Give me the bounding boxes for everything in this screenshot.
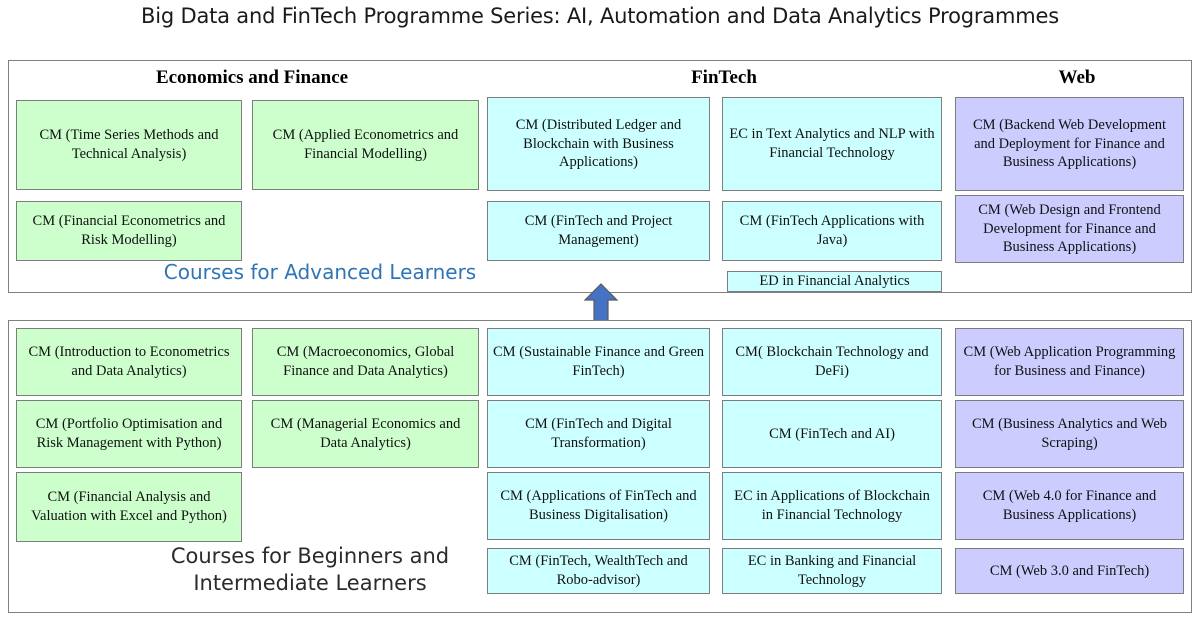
course-box[interactable]: EC in Banking and Financial Technology xyxy=(722,548,942,594)
course-box[interactable]: EC in Applications of Blockchain in Fina… xyxy=(722,472,942,540)
course-box[interactable]: CM (Financial Analysis and Valuation wit… xyxy=(16,472,242,542)
course-box[interactable]: ED in Financial Analytics xyxy=(727,271,942,292)
course-box[interactable]: CM (Business Analytics and Web Scraping) xyxy=(955,400,1184,468)
course-box[interactable]: CM (FinTech Applications with Java) xyxy=(722,201,942,261)
column-header-economics-and-finance: Economics and Finance xyxy=(155,67,349,88)
course-box[interactable]: CM (Managerial Economics and Data Analyt… xyxy=(252,400,479,468)
page-title: Big Data and FinTech Programme Series: A… xyxy=(141,4,1059,28)
course-box[interactable]: EC in Text Analytics and NLP with Financ… xyxy=(722,97,942,191)
course-box[interactable]: CM (Macroeconomics, Global Finance and D… xyxy=(252,328,479,396)
course-box[interactable]: CM (Distributed Ledger and Blockchain wi… xyxy=(487,97,710,191)
column-header-fintech: FinTech xyxy=(691,67,757,88)
course-box[interactable]: CM( Blockchain Technology and DeFi) xyxy=(722,328,942,396)
course-box[interactable]: CM (Web 4.0 for Finance and Business App… xyxy=(955,472,1184,540)
course-box[interactable]: CM (FinTech, WealthTech and Robo-advisor… xyxy=(487,548,710,594)
caption-beginner-line-2: Intermediate Learners xyxy=(193,570,427,595)
course-box[interactable]: CM (Time Series Methods and Technical An… xyxy=(16,100,242,190)
course-box[interactable]: CM (Introduction to Econometrics and Dat… xyxy=(16,328,242,396)
column-header-web: Web xyxy=(1058,67,1096,88)
course-box[interactable]: CM (FinTech and Project Management) xyxy=(487,201,710,261)
caption-advanced-learners: Courses for Advanced Learners xyxy=(163,260,477,284)
course-box[interactable]: CM (Portfolio Optimisation and Risk Mana… xyxy=(16,400,242,468)
course-box[interactable]: CM (Applications of FinTech and Business… xyxy=(487,472,710,540)
caption-beginner-line-1: Courses for Beginners and xyxy=(170,544,450,568)
course-box[interactable]: CM (Web Design and Frontend Development … xyxy=(955,195,1184,263)
course-box[interactable]: CM (Financial Econometrics and Risk Mode… xyxy=(16,201,242,261)
course-box[interactable]: CM (FinTech and Digital Transformation) xyxy=(487,400,710,468)
course-box[interactable]: CM (Backend Web Development and Deployme… xyxy=(955,97,1184,191)
course-box[interactable]: CM (Applied Econometrics and Financial M… xyxy=(252,100,479,190)
caption-beginner-learners: Courses for Beginners and Intermediate L… xyxy=(110,543,510,597)
course-box[interactable]: CM (Web Application Programming for Busi… xyxy=(955,328,1184,396)
course-box[interactable]: CM (Web 3.0 and FinTech) xyxy=(955,548,1184,594)
arrow-up-icon xyxy=(583,283,619,323)
course-box[interactable]: CM (Sustainable Finance and Green FinTec… xyxy=(487,328,710,396)
course-box[interactable]: CM (FinTech and AI) xyxy=(722,400,942,468)
